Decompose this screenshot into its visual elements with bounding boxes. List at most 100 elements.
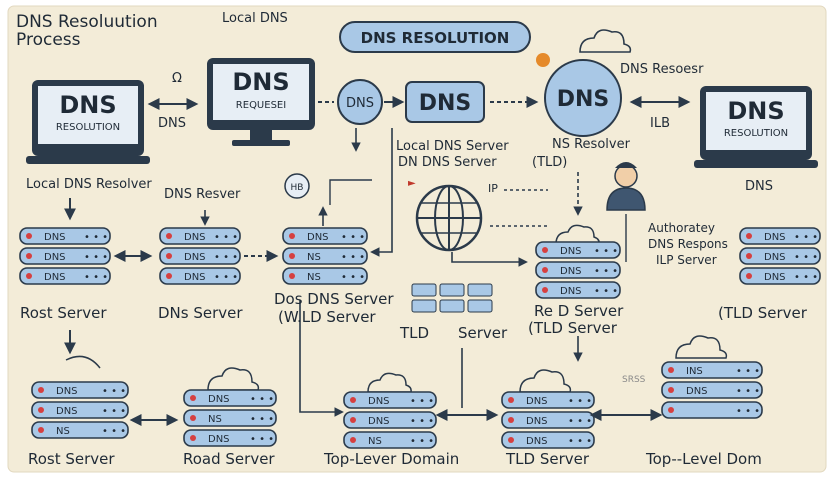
server-slab-label: DNS [307, 232, 329, 243]
dns-box [405, 81, 485, 123]
server-led-icon [350, 397, 356, 403]
server-slab [282, 227, 368, 245]
banner-text: DNS RESOLUTION [361, 29, 510, 47]
dns-bubble-text: DNS [346, 96, 374, 111]
authority-line1: Authoratey [648, 221, 715, 235]
cloud-icon-bottom-tld [519, 369, 572, 393]
monitor-left-big: DNS [59, 91, 116, 119]
server-dots-icon: • • • [214, 252, 238, 263]
server-dots-icon: • • • [410, 396, 434, 407]
server-slab [739, 227, 821, 245]
monitor-left-small: RESOLUTION [56, 122, 120, 133]
server-dots-icon: • • • [794, 232, 818, 243]
server-slab-label: DNS [560, 266, 582, 277]
server-stack-s10: DNS• • •DNS• • •DNS• • • [501, 391, 595, 449]
server-slab-label: DNS [56, 406, 78, 417]
server-slab-label: DNS [368, 396, 390, 407]
monitor-left: DNS RESOLUTION [26, 80, 150, 164]
dns-resolver-top-label: DNS Resoesr [620, 62, 704, 77]
row1-label-tld: TLD [399, 324, 429, 342]
ip-label: IP [488, 182, 498, 195]
banner-pill [339, 21, 531, 53]
dns-resver-label: DNS Resver [164, 187, 241, 202]
diagram-title-line2: Process [16, 30, 81, 50]
server-dots-icon: • • • [794, 272, 818, 283]
server-slab-label: DNS [208, 394, 230, 405]
server-slab-label: DNS [368, 416, 390, 427]
server-slab-label: DNS [184, 232, 206, 243]
server-stack-s6: INS• • •DNS• • •• • • [661, 361, 763, 419]
small-top-icon: Ω [172, 71, 182, 86]
local-dns-resolver-label: Local DNS Resolver [26, 177, 152, 192]
tld-paren-label: (TLD) [532, 155, 567, 170]
row1-label-a: Rost Server [20, 304, 107, 322]
server-slab-label: DNS [208, 434, 230, 445]
server-slab [501, 391, 595, 409]
server-dots-icon: • • • [410, 416, 434, 427]
authority-line2: DNS Respons [648, 237, 728, 251]
server-slab [535, 261, 621, 279]
server-led-icon [508, 437, 514, 443]
monitor-right-small: RESOLUTION [724, 128, 788, 139]
server-dots-icon: • • • [84, 232, 108, 243]
line-globe-to-server [451, 252, 528, 267]
server-slab [661, 381, 763, 399]
monitor-center-small: REQUESEI [236, 100, 286, 111]
server-dots-icon: • • • [410, 436, 434, 447]
server-slab [739, 247, 821, 265]
server-slab [343, 391, 437, 409]
server-slab [282, 267, 368, 285]
line-bubble-to-globe [370, 128, 393, 257]
server-led-icon [26, 253, 32, 259]
server-led-icon [542, 247, 548, 253]
server-dots-icon: • • • [84, 272, 108, 283]
server-slab [159, 247, 241, 265]
server-slab-label: NS [307, 252, 321, 263]
server-slab [183, 409, 277, 427]
header-local-dns: Local DNS [222, 11, 288, 26]
server-slab [661, 361, 763, 379]
ns-resolver-circle-text: DNS [557, 87, 610, 112]
server-slab-label: DNS [184, 252, 206, 263]
server-stack-s5: DNS• • •DNS• • •DNS• • • [739, 227, 821, 285]
server-dots-icon: • • • [214, 232, 238, 243]
server-dots-icon: • • • [102, 406, 126, 417]
server-led-icon [668, 367, 674, 373]
server-stack-s9: DNS • • • DNS • • • NS • • • [343, 391, 437, 449]
ilb-label: ILB [650, 116, 670, 131]
server-slab-label: DNS [526, 396, 548, 407]
server-slab [31, 381, 129, 399]
server-dots-icon: • • • [84, 252, 108, 263]
hb-circle-text: HB [291, 183, 304, 193]
person-icon [606, 162, 646, 211]
row1-label-d1: Re D Server [534, 302, 624, 320]
server-slab-label: DNS [686, 386, 708, 397]
server-led-icon [668, 407, 674, 413]
server-dots-icon: • • • [794, 252, 818, 263]
row2-label-c: Top-Lever Domain [323, 450, 459, 468]
cloud-icon-bottom-left [207, 367, 260, 391]
server-led-icon [289, 273, 295, 279]
server-led-icon [350, 417, 356, 423]
server-led-icon [350, 437, 356, 443]
server-led-icon [289, 253, 295, 259]
server-slab [19, 227, 111, 245]
server-slab [19, 267, 111, 285]
row1-label-d2: (TLD Server [528, 319, 618, 337]
server-slab [183, 389, 277, 407]
server-led-icon [746, 273, 752, 279]
cloud-icon [579, 29, 632, 53]
monitor-right: DNS RESOLUTION [694, 86, 818, 168]
hb-circle [284, 173, 310, 199]
server-dots-icon: • • • [568, 416, 592, 427]
server-stack-s4: DNS• • •DNS• • •DNS• • • [535, 241, 621, 299]
server-dots-icon: • • • [736, 366, 760, 377]
server-dots-icon: • • • [102, 386, 126, 397]
row1-label-b: DNs Server [158, 304, 243, 322]
server-dots-icon: • • • [250, 434, 274, 445]
server-led-icon [190, 395, 196, 401]
server-slab-label: NS [368, 436, 382, 447]
server-slab-label: NS [307, 272, 321, 283]
server-dots-icon: • • • [594, 286, 618, 297]
dns-under-right: DNS [745, 179, 773, 194]
